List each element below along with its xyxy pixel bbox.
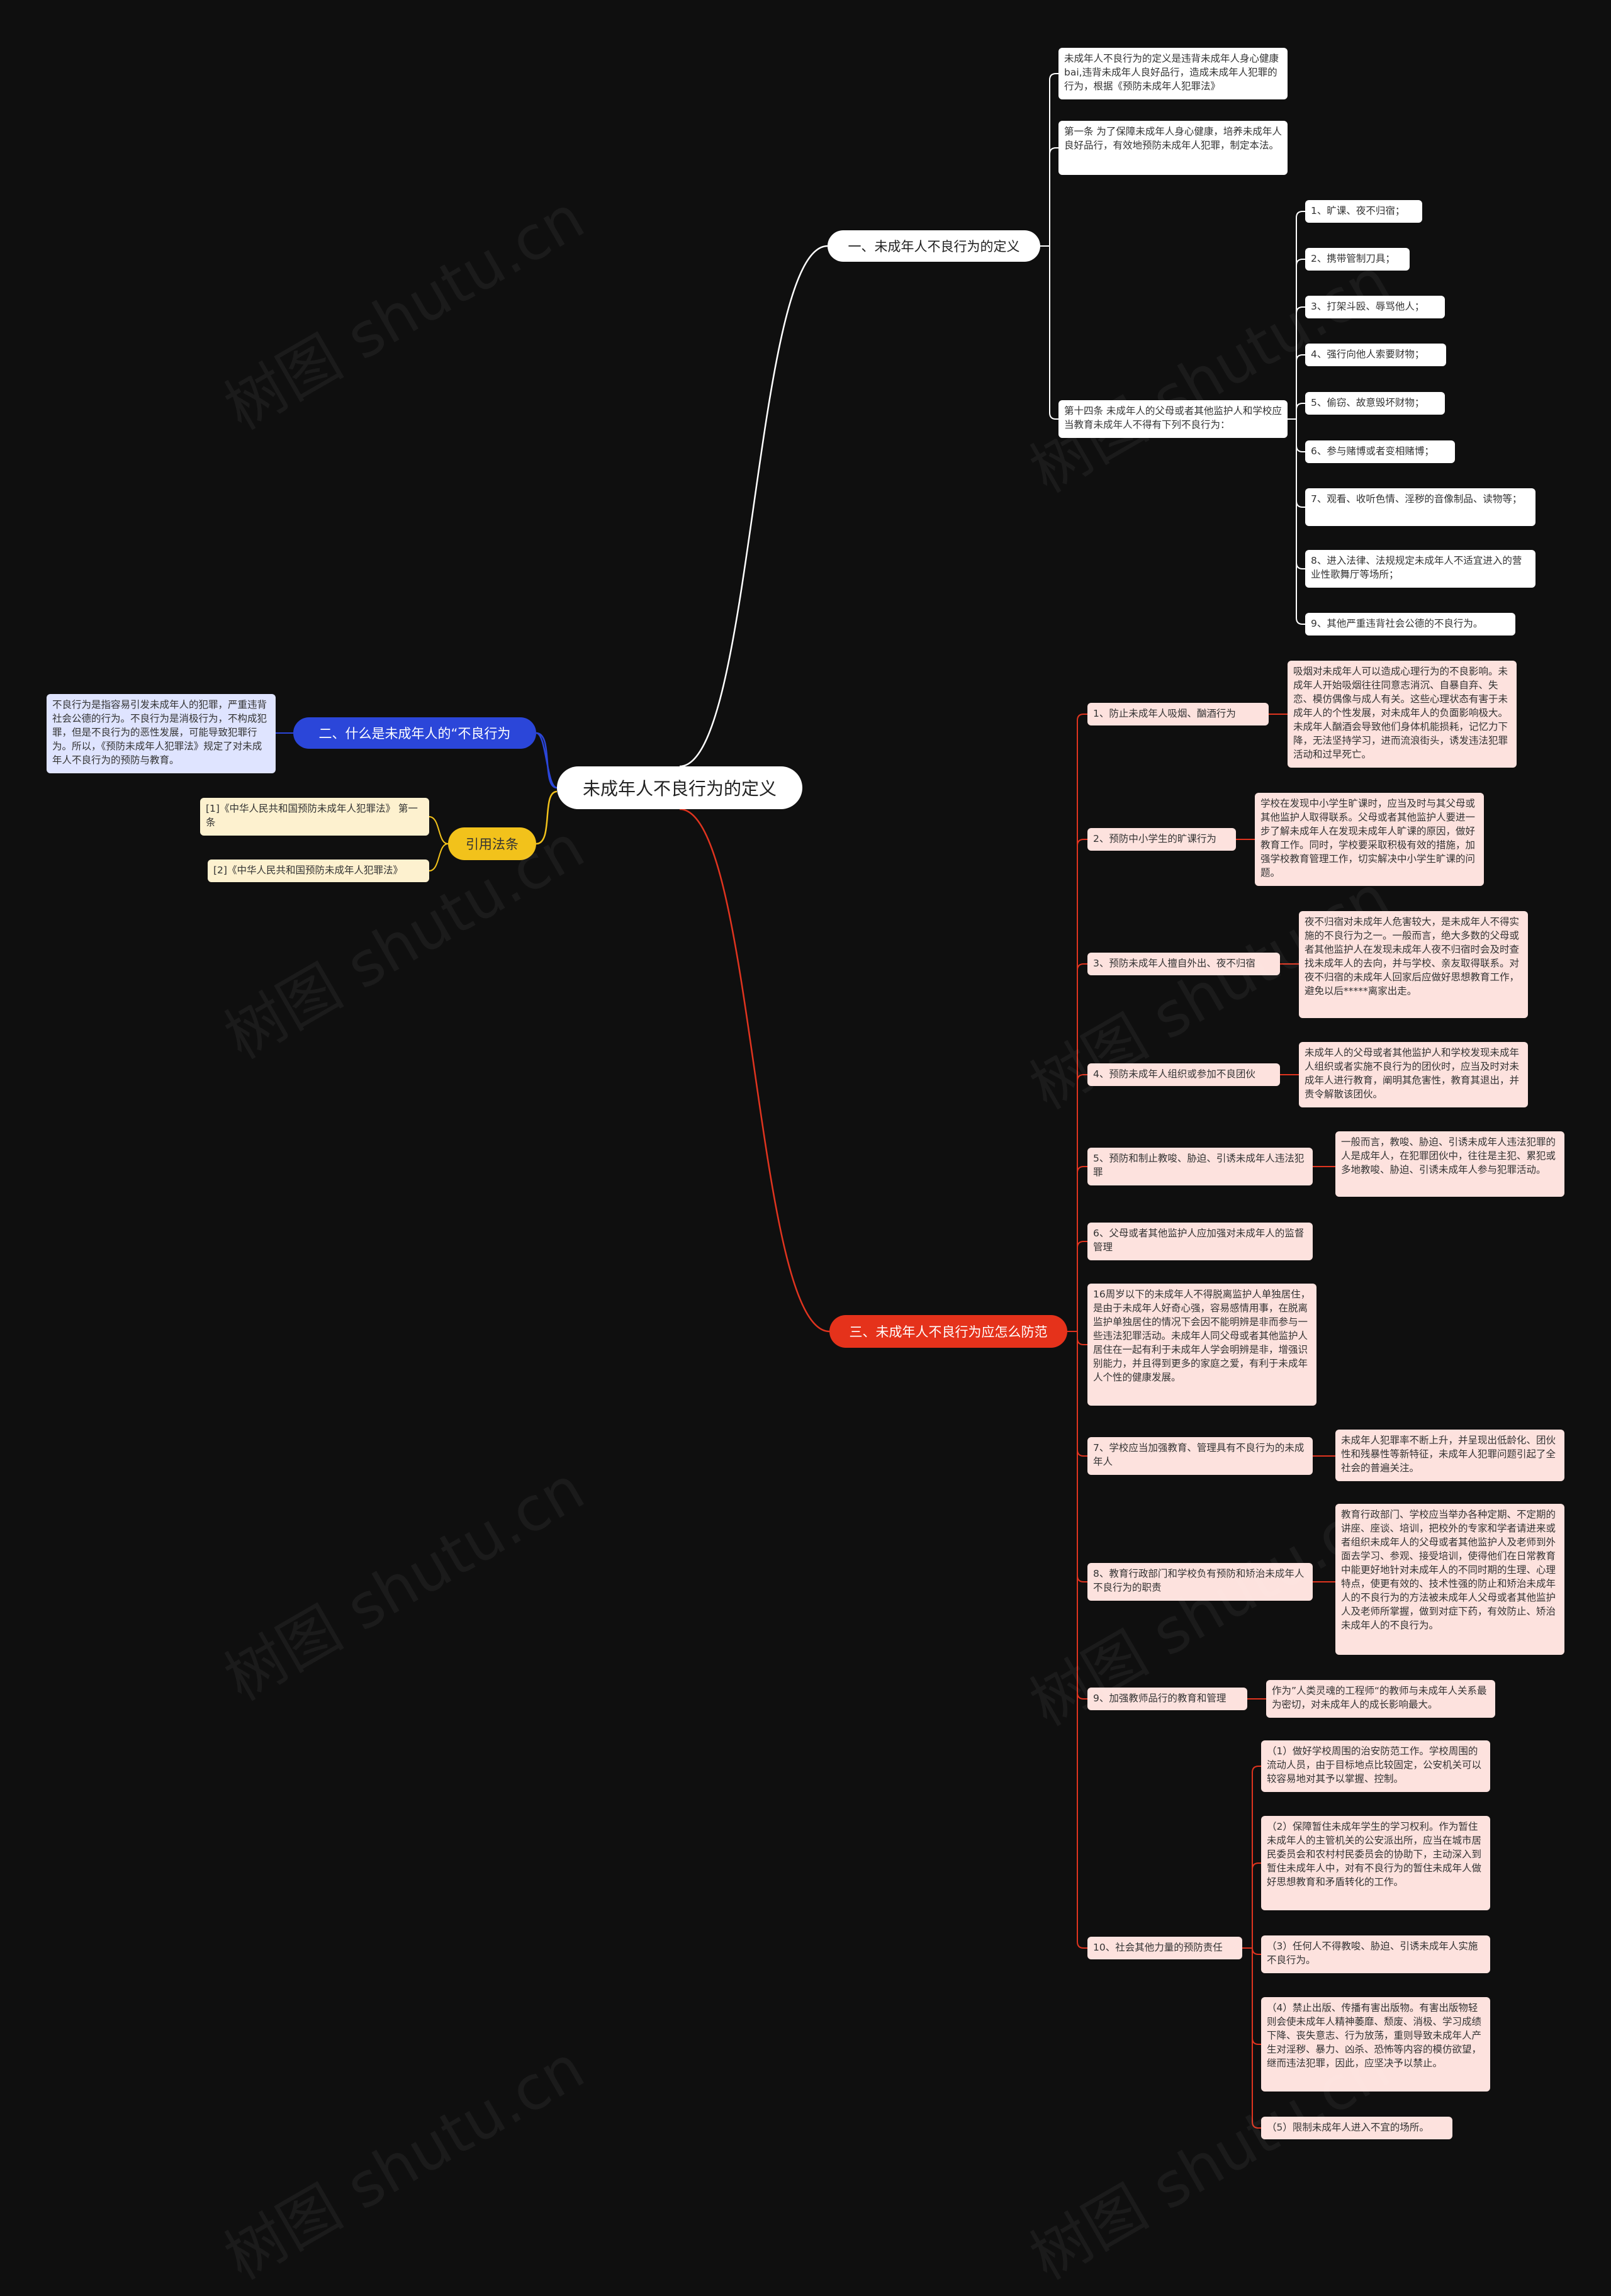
edge-root-citation: [536, 790, 558, 845]
bad-behavior-item: 3、打架斗殴、辱骂他人；: [1305, 296, 1445, 318]
edge-bad-behavior: [1296, 306, 1305, 314]
branch-prevention[interactable]: 三、未成年人不良行为应怎么防范: [829, 1315, 1067, 1348]
social-duty-item: （3）任何人不得教唆、胁迫、引诱未成年人实施不良行为。: [1261, 1935, 1490, 1973]
edge-definition-items: [1049, 73, 1058, 81]
edge-bad-behavior: [1296, 211, 1305, 218]
prevention-detail: 夜不归宿对未成年人危害较大，是未成年人不得实施的不良行为之一。一般而言，绝大多数…: [1299, 911, 1528, 1018]
edge-prevention-items: [1077, 714, 1087, 721]
edge-prevention-items: [1077, 963, 1087, 971]
prevention-item: 1、防止未成年人吸烟、酗酒行为: [1087, 703, 1269, 725]
social-duty-item: （5）限制未成年人进入不宜的场所。: [1261, 2117, 1452, 2139]
edge-prevention-items: [1077, 1941, 1087, 1949]
prevention-item: 4、预防未成年人组织或参加不良团伙: [1087, 1063, 1280, 1086]
prevention-detail: 吸烟对未成年人可以造成心理行为的不良影响。未成年人开始吸烟往往同意志消沉、自暴自…: [1288, 661, 1517, 768]
bad-behavior-item: 1、旷课、夜不归宿；: [1305, 200, 1422, 223]
edge-social-duty: [1252, 2121, 1261, 2129]
edge-prevention-items: [1077, 1166, 1087, 1173]
prevention-item: 7、学校应当加强教育、管理具有不良行为的未成年人: [1087, 1437, 1313, 1475]
prevention-detail: 作为”人类灵魂的工程师“的教师与未成年人关系最为密切，对未成年人的成长影响最大。: [1266, 1680, 1495, 1718]
citation-item: [1]《中华人民共和国预防未成年人犯罪法》 第一条: [200, 798, 429, 836]
edge-prevention-items: [1077, 1338, 1087, 1345]
bad-behavior-item: 4、强行向他人索要财物；: [1305, 344, 1446, 366]
edge-prevention-items: [1077, 1575, 1087, 1582]
edge-definition-items: [1049, 412, 1058, 420]
bad-behavior-item: 5、偷窃、故意毁坏财物；: [1305, 392, 1445, 415]
edge-social-duty: [1252, 2037, 1261, 2045]
edge-citation-2: [429, 843, 449, 871]
what-is-note: 不良行为是指容易引发未成年人的犯罪，严重违背社会公德的行为。不良行为是消极行为，…: [47, 694, 276, 773]
edge-prevention-items: [1077, 1241, 1087, 1248]
connector-lines: [276, 73, 1335, 2129]
bad-behavior-item: 9、其他严重违背社会公德的不良行为。: [1305, 613, 1515, 636]
definition-item: 第十四条 未成年人的父母或者其他监护人和学校应当教育未成年人不得有下列不良行为：: [1058, 400, 1288, 438]
edge-root-prevention: [679, 808, 830, 1333]
edge-bad-behavior: [1296, 617, 1305, 625]
edge-social-duty: [1252, 1862, 1261, 1870]
prevention-detail: 未成年人的父母或者其他监护人和学校发现未成年人组织或者实施不良行为的团伙时，应当…: [1299, 1042, 1528, 1107]
prevention-detail: 一般而言，教唆、胁迫、引诱未成年人违法犯罪的人是成年人，在犯罪团伙中，往往是主犯…: [1335, 1131, 1564, 1197]
prevention-item: 3、预防未成年人擅自外出、夜不归宿: [1087, 953, 1280, 975]
edge-root-definition: [679, 245, 828, 768]
prevention-item: 5、预防和制止教唆、胁迫、引诱未成年人违法犯罪: [1087, 1148, 1313, 1185]
bad-behavior-item: 8、进入法律、法规规定未成年人不适宜进入的营业性歌舞厅等场所；: [1305, 550, 1535, 588]
edge-citation-1: [429, 816, 449, 844]
prevention-item: 6、父母或者其他监护人应加强对未成年人的监督管理: [1087, 1223, 1313, 1260]
bad-behavior-item: 2、携带管制刀具；: [1305, 248, 1410, 271]
edge-social-duty: [1252, 1947, 1261, 1955]
branch-definition[interactable]: 一、未成年人不良行为的定义: [828, 230, 1040, 262]
edge-prevention-items: [1077, 1074, 1087, 1082]
prevention-item: 10、社会其他力量的预防责任: [1087, 1937, 1242, 1959]
edge-bad-behavior: [1296, 445, 1305, 452]
edge-bad-behavior: [1296, 259, 1305, 266]
bad-behavior-item: 6、参与赌博或者变相赌博；: [1305, 440, 1455, 463]
edge-bad-behavior: [1296, 354, 1305, 362]
prevention-item: 8、教育行政部门和学校负有预防和矫治未成年人不良行为的职责: [1087, 1563, 1313, 1601]
prevention-detail: 学校在发现中小学生旷课时，应当及时与其父母或其他监护人取得联系。父母或者其他监护…: [1255, 793, 1484, 886]
prevention-item: 2、预防中小学生的旷课行为: [1087, 828, 1236, 851]
edge-definition-items: [1049, 147, 1058, 155]
root-node[interactable]: 未成年人不良行为的定义: [557, 766, 802, 809]
social-duty-item: （1）做好学校周围的治安防范工作。学校周围的流动人员，由于目标地点比较固定，公安…: [1261, 1740, 1490, 1792]
prevention-item: 9、加强教师品行的教育和管理: [1087, 1688, 1247, 1710]
branch-what-is[interactable]: 二、什么是未成年人的“不良行为: [293, 717, 536, 749]
definition-item: 未成年人不良行为的定义是违背未成年人身心健康bai,违背未成年人良好品行，造成未…: [1058, 48, 1288, 99]
edge-root-whatis: [536, 732, 558, 789]
edge-bad-behavior: [1296, 403, 1305, 410]
edge-prevention-items: [1077, 1692, 1087, 1700]
edge-prevention-items: [1077, 839, 1087, 846]
citation-item: [2]《中华人民共和国预防未成年人犯罪法》: [208, 860, 429, 882]
branch-citation[interactable]: 引用法条: [448, 827, 536, 860]
prevention-detail: 未成年人犯罪率不断上升，并呈现出低龄化、团伙性和残暴性等新特征，未成年人犯罪问题…: [1335, 1430, 1564, 1481]
edge-bad-behavior: [1296, 500, 1305, 508]
bad-behavior-item: 7、观看、收听色情、淫秽的音像制品、读物等；: [1305, 488, 1535, 526]
social-duty-item: （2）保障暂住未成年学生的学习权利。作为暂住未成年人的主管机关的公安派出所，应当…: [1261, 1816, 1490, 1910]
definition-item: 第一条 为了保障未成年人身心健康，培养未成年人良好品行，有效地预防未成年人犯罪，…: [1058, 121, 1288, 175]
prevention-detail: 教育行政部门、学校应当举办各种定期、不定期的讲座、座谈、培训，把校外的专家和学者…: [1335, 1504, 1564, 1655]
social-duty-item: （4）禁止出版、传播有害出版物。有害出版物轻则会使未成年人精神萎靡、颓废、消极、…: [1261, 1997, 1490, 2092]
edge-prevention-items: [1077, 1449, 1087, 1457]
edge-bad-behavior: [1296, 562, 1305, 569]
prevention-item: 16周岁以下的未成年人不得脱离监护人单独居住，是由于未成年人好奇心强，容易感情用…: [1087, 1284, 1316, 1406]
edge-social-duty: [1252, 1766, 1261, 1773]
